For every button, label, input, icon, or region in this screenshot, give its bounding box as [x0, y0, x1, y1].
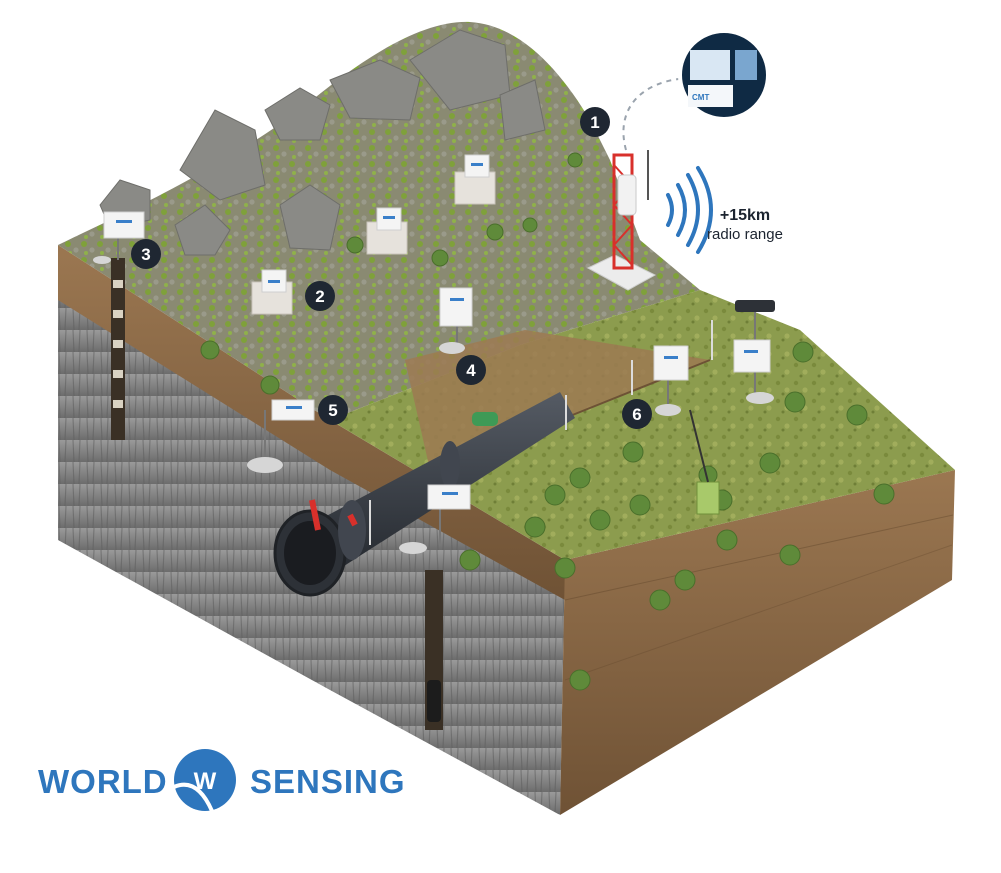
brand-word-sensing: SENSING — [250, 763, 406, 800]
marker-2: 2 — [305, 281, 335, 311]
radio-waves-icon — [666, 166, 713, 254]
radio-range-value: +15km — [719, 207, 771, 224]
marker-6: 6 — [622, 399, 652, 429]
svg-text:5: 5 — [328, 401, 337, 420]
borehole-left — [111, 258, 125, 440]
sensor-unit-pipe — [399, 484, 471, 554]
link-to-control-center — [622, 77, 691, 151]
sensor-unit-2a — [251, 269, 293, 315]
sensor-unit-2b — [366, 207, 408, 255]
soil-face-right — [560, 470, 955, 815]
marker-1: 1 — [580, 107, 610, 137]
sensor-unit-3 — [93, 211, 145, 264]
svg-text:4: 4 — [466, 361, 476, 380]
svg-text:2: 2 — [315, 287, 324, 306]
sensor-units — [93, 154, 775, 554]
sensor-unit-camera — [733, 300, 775, 404]
svg-text:6: 6 — [632, 405, 641, 424]
marker-3: 3 — [131, 239, 161, 269]
brand-mark-icon: W — [173, 749, 236, 812]
sensor-unit-4 — [439, 287, 473, 354]
marker-4: 4 — [456, 355, 486, 385]
sensor-unit-2c — [454, 154, 496, 205]
radio-range-label: +15km radio range — [690, 206, 800, 244]
worldsensing-logo: WORLD W SENSING — [38, 745, 418, 815]
sensor-unit-5 — [247, 399, 315, 473]
brand-word-world: WORLD — [38, 763, 168, 800]
soil-layer-left — [58, 245, 565, 600]
piezometer-cage — [696, 481, 720, 515]
control-screen-label: CMT — [692, 93, 709, 102]
sensor-unit-6 — [653, 345, 689, 416]
radio-tower — [586, 150, 657, 291]
marker-5: 5 — [318, 395, 348, 425]
radio-range-description: radio range — [707, 226, 783, 243]
pipeline — [273, 392, 575, 597]
brand-mark-letter: W — [194, 768, 217, 795]
svg-text:1: 1 — [590, 113, 599, 132]
shrubs — [200, 152, 895, 691]
svg-text:3: 3 — [141, 245, 150, 264]
control-center-badge: CMT — [678, 29, 770, 121]
